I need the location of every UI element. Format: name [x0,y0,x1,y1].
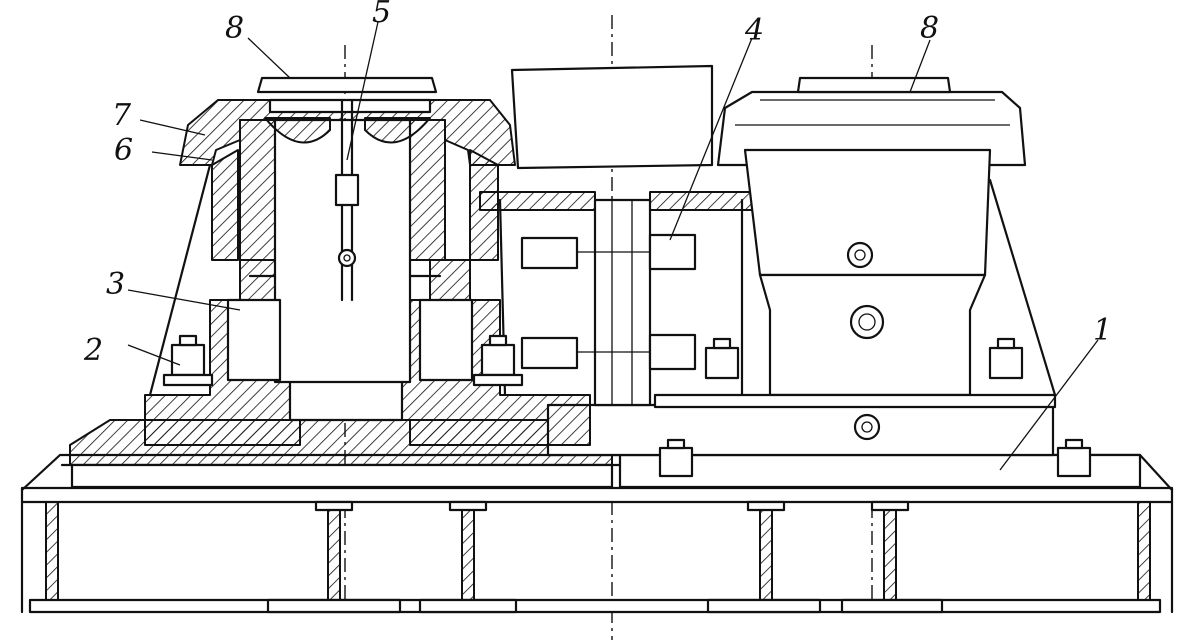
callout-6: 6 [114,133,133,168]
callout-1: 1 [1093,313,1112,348]
i-beam [706,500,822,614]
leader-lines [127,21,1099,471]
callout-3: 3 [106,267,125,302]
right-housing [653,76,1057,441]
bolt [162,334,214,387]
callout-4: 4 [744,13,764,48]
bolt [704,337,740,380]
bolt [658,438,694,478]
base-plate [69,403,1142,489]
i-beam [418,500,518,614]
central-rod [334,98,360,302]
callout-8-right: 8 [920,11,939,46]
callouts: 1 2 3 4 5 6 7 8 8 [83,0,1112,368]
left-housing [144,118,591,446]
callout-5: 5 [372,0,391,30]
top-cover [179,76,516,166]
i-beam [266,500,402,614]
callout-2: 2 [83,333,103,368]
bolt [520,333,697,371]
bolt [1056,438,1092,478]
bolt [988,337,1024,380]
bolt [472,334,524,387]
callout-8-left: 8 [225,11,244,46]
callout-7: 7 [112,98,132,133]
upper-block [510,64,714,170]
i-beam [840,500,944,614]
